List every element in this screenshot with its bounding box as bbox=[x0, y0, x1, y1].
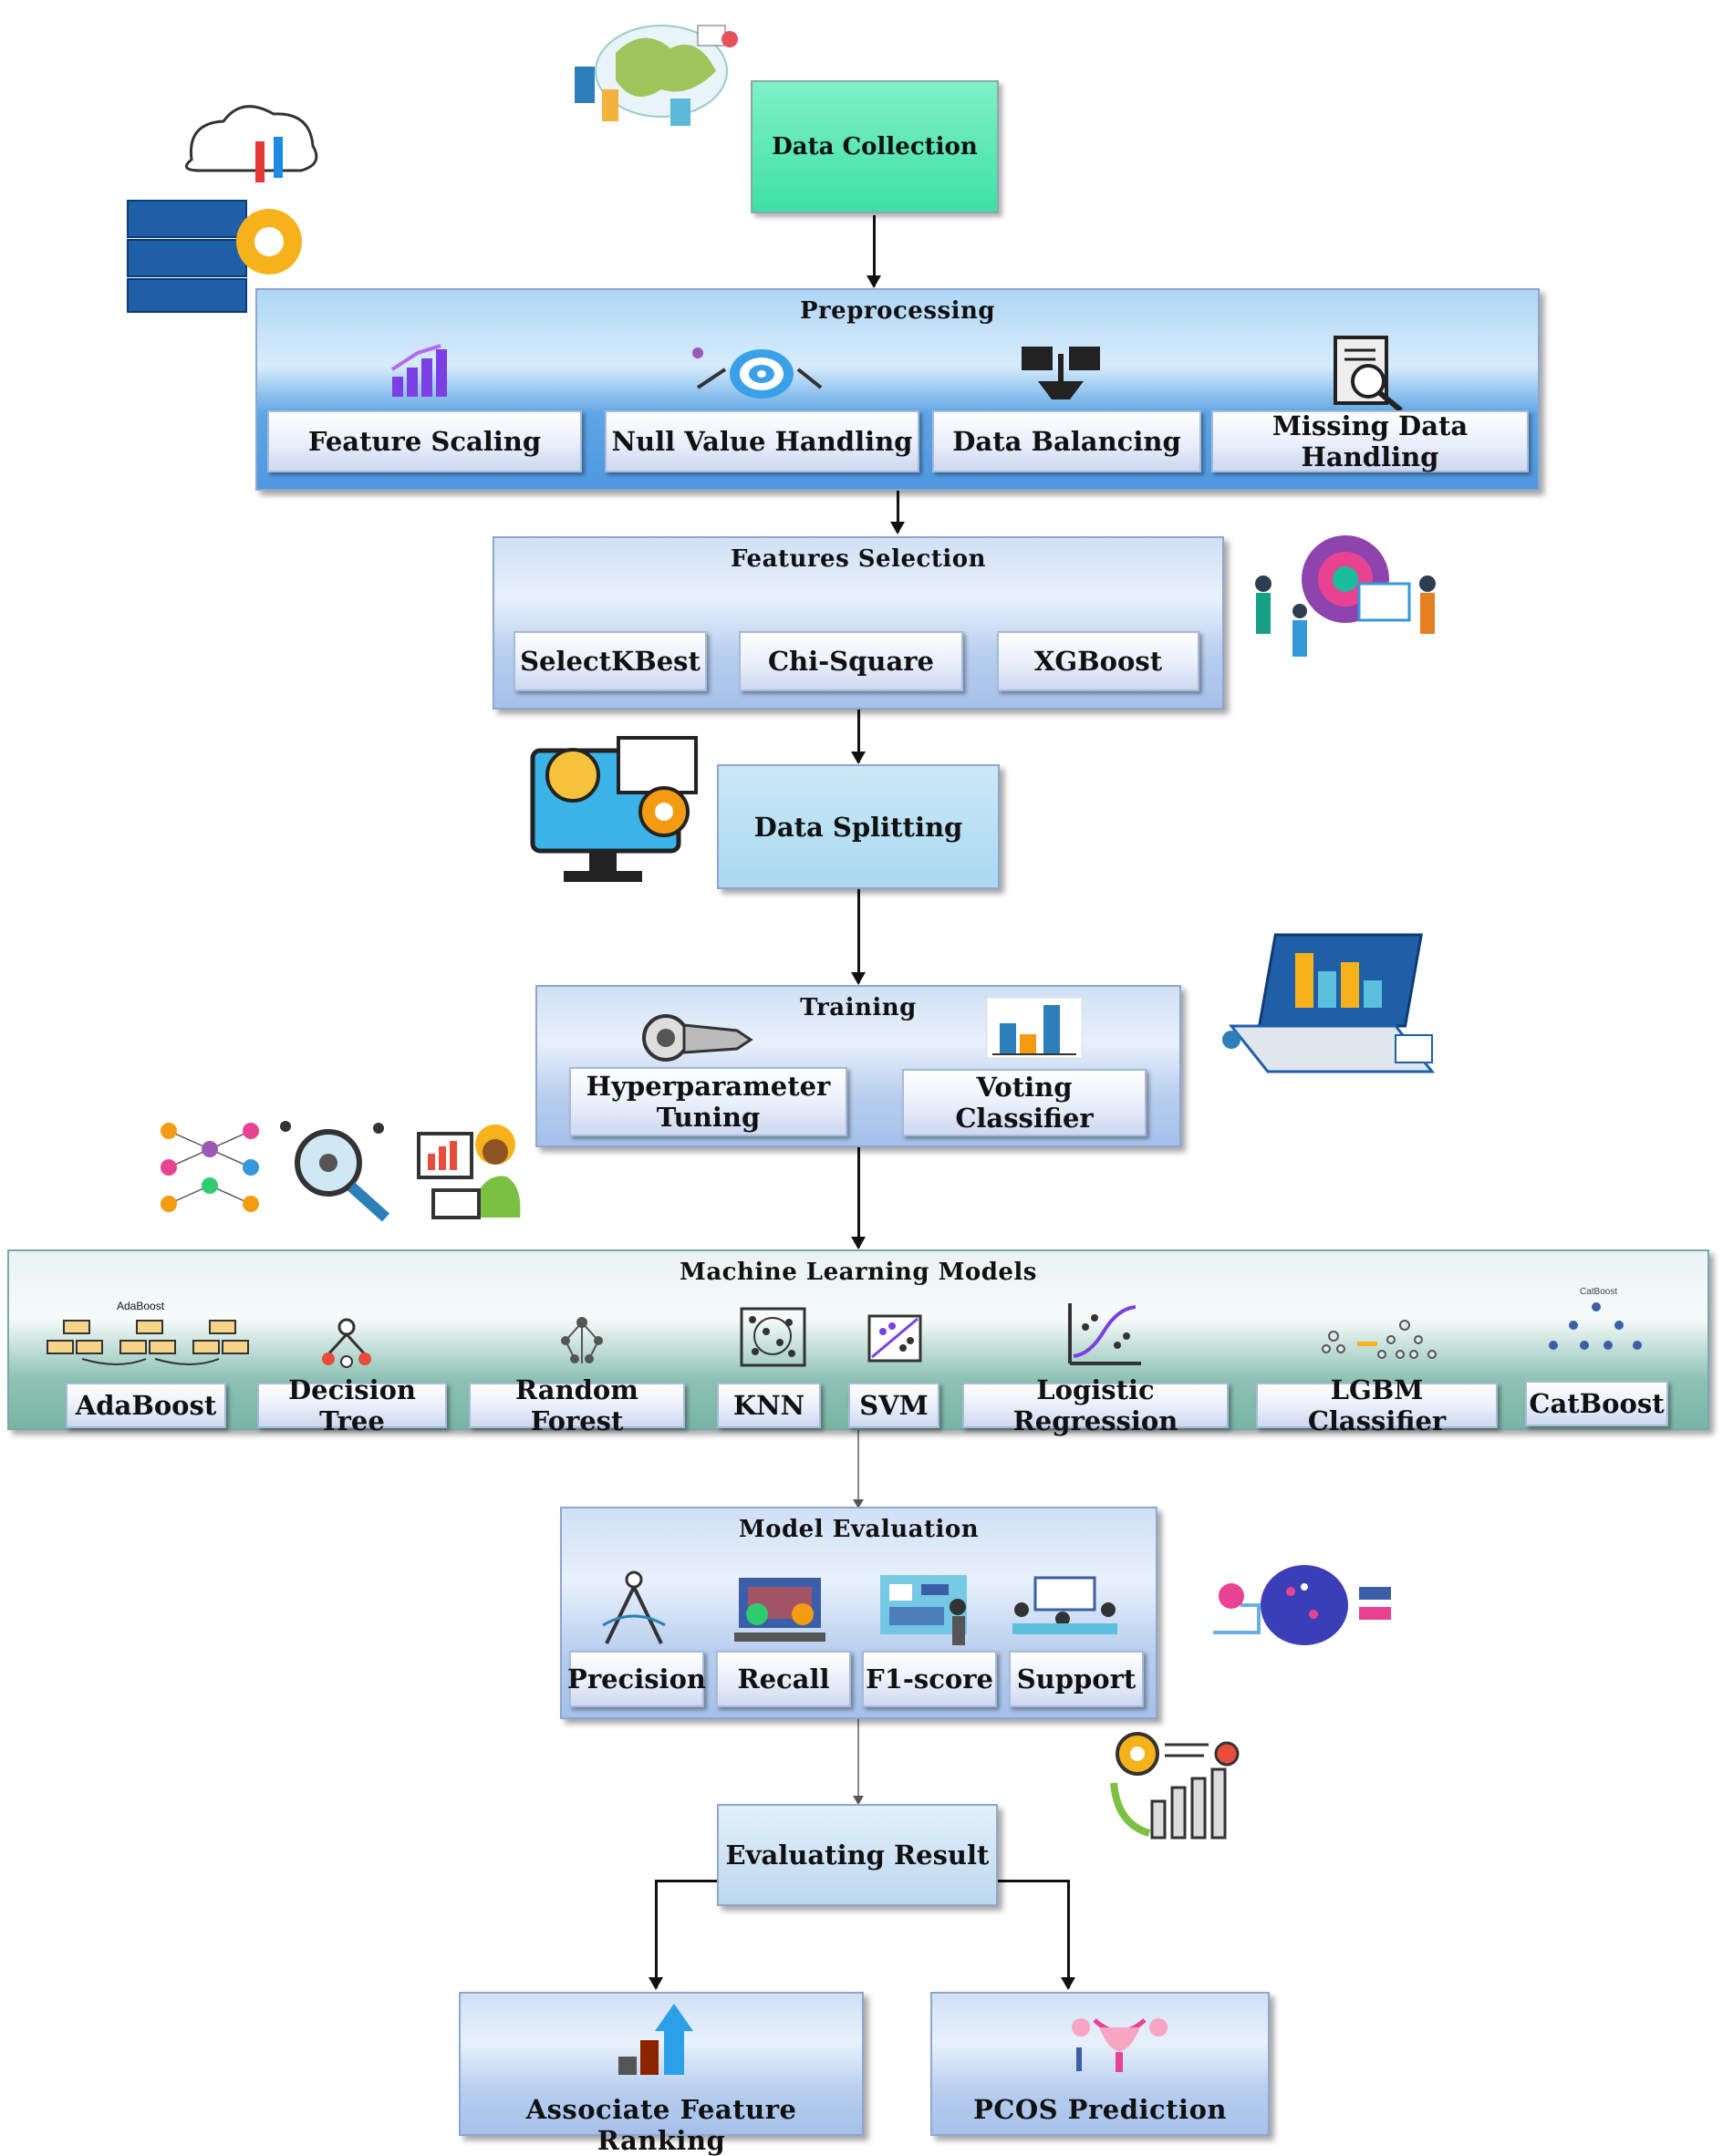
balance-icon bbox=[1022, 347, 1100, 399]
arrow-training-to-models bbox=[851, 1147, 866, 1249]
pcos-prediction-label: PCOS Prediction bbox=[972, 2094, 1227, 2125]
random-forest-icon bbox=[561, 1317, 603, 1363]
catboost-icon bbox=[1549, 1302, 1642, 1350]
board-icon bbox=[880, 1575, 967, 1645]
arrow-splitting-to-training bbox=[851, 889, 866, 985]
voting-classifier-button[interactable]: Voting Classifier bbox=[902, 1069, 1147, 1136]
arrow-collection-to-preprocessing bbox=[867, 215, 881, 288]
feature-ranking-box: Associate Feature Ranking bbox=[459, 1992, 864, 2156]
catboost-button[interactable]: CatBoost bbox=[1525, 1381, 1668, 1426]
knn-icon bbox=[740, 1307, 806, 1367]
cloud-server-icon bbox=[127, 105, 318, 313]
selectkbest-button[interactable]: SelectKBest bbox=[514, 631, 707, 691]
document-search-icon bbox=[1334, 336, 1403, 413]
meeting-icon bbox=[1012, 1576, 1117, 1634]
lgbm-classifier-button[interactable]: LGBM Classifier bbox=[1256, 1374, 1498, 1436]
arrow-result-to-pcos bbox=[1061, 1880, 1075, 1990]
lightbulb-monitor-icon bbox=[530, 736, 698, 882]
arrow-preprocessing-to-selection bbox=[890, 489, 905, 534]
neural-network-icon bbox=[161, 1123, 259, 1212]
adaboost-icon bbox=[47, 1320, 249, 1365]
evaluating-result-box: Evaluating Result bbox=[717, 1804, 998, 1906]
camera-icon bbox=[642, 1014, 753, 1062]
target-icon bbox=[692, 347, 823, 399]
pcos-prediction-box: PCOS Prediction bbox=[930, 1992, 1270, 2136]
xgboost-button[interactable]: XGBoost bbox=[997, 631, 1199, 691]
feature-scaling-button[interactable]: Feature Scaling bbox=[267, 410, 582, 472]
analyst-icon bbox=[417, 1125, 521, 1219]
data-collection-label: Data Collection bbox=[772, 133, 978, 161]
data-balancing-button[interactable]: Data Balancing bbox=[932, 410, 1201, 472]
svm-icon bbox=[867, 1314, 922, 1363]
evaluating-result-label: Evaluating Result bbox=[725, 1840, 990, 1871]
branch-left-line bbox=[655, 1880, 717, 1882]
dashboard-icon bbox=[1222, 933, 1436, 1073]
world-map-icon bbox=[575, 25, 738, 126]
data-collection-box: Data Collection bbox=[751, 80, 999, 213]
compass-icon bbox=[602, 1570, 666, 1644]
hyperparameter-tuning-button[interactable]: Hyperparameter Tuning bbox=[569, 1067, 847, 1136]
gear-chart-icon bbox=[1110, 1732, 1240, 1840]
features-selection-title: Features Selection bbox=[731, 545, 986, 573]
ml-models-title: Machine Learning Models bbox=[680, 1259, 1037, 1286]
arrow-models-to-evaluation bbox=[853, 1430, 864, 1508]
decision-tree-button[interactable]: Decision Tree bbox=[257, 1374, 447, 1436]
random-forest-button[interactable]: Random Forest bbox=[469, 1374, 685, 1436]
data-splitting-box: Data Splitting bbox=[717, 764, 1000, 889]
logistic-regression-icon bbox=[1068, 1303, 1141, 1365]
knn-button[interactable]: KNN bbox=[717, 1383, 821, 1428]
lgbm-icon bbox=[1322, 1320, 1437, 1359]
arrow-selection-to-splitting bbox=[851, 710, 866, 764]
f1-score-button[interactable]: F1-score bbox=[862, 1651, 997, 1707]
decision-tree-icon bbox=[322, 1318, 371, 1368]
feature-ranking-label: Associate Feature Ranking bbox=[525, 2094, 797, 2156]
catboost-small-label: CatBoost bbox=[1580, 1287, 1618, 1297]
support-button[interactable]: Support bbox=[1009, 1651, 1144, 1707]
bar-chart-up-icon bbox=[390, 344, 447, 397]
null-value-handling-button[interactable]: Null Value Handling bbox=[605, 410, 919, 472]
team-icon bbox=[1255, 535, 1436, 657]
adaboost-small-label: AdaBoost bbox=[117, 1300, 165, 1312]
arrow-result-to-ranking bbox=[649, 1880, 663, 1990]
preprocessing-title: Preprocessing bbox=[799, 297, 996, 325]
chi-square-button[interactable]: Chi-Square bbox=[739, 631, 963, 691]
logistic-regression-button[interactable]: Logistic Regression bbox=[962, 1374, 1229, 1436]
arrow-evaluation-to-result bbox=[853, 1719, 864, 1805]
data-splitting-label: Data Splitting bbox=[753, 811, 963, 843]
bar-chart-icon bbox=[986, 997, 1083, 1059]
ranking-arrow-icon bbox=[618, 2004, 693, 2075]
branch-right-line bbox=[998, 1880, 1070, 1882]
team-desk-icon bbox=[734, 1578, 825, 1642]
model-evaluation-title: Model Evaluation bbox=[738, 1516, 980, 1543]
recall-button[interactable]: Recall bbox=[716, 1651, 851, 1707]
adaboost-button[interactable]: AdaBoost bbox=[66, 1383, 226, 1428]
precision-button[interactable]: Precision bbox=[567, 1651, 706, 1707]
brain-icon bbox=[1213, 1565, 1391, 1645]
missing-data-handling-button[interactable]: Missing Data Handling bbox=[1211, 410, 1529, 472]
magnifier-network-icon bbox=[280, 1121, 390, 1222]
uterus-icon bbox=[1072, 2018, 1168, 2072]
svm-button[interactable]: SVM bbox=[848, 1383, 939, 1428]
training-title: Training bbox=[800, 994, 917, 1021]
